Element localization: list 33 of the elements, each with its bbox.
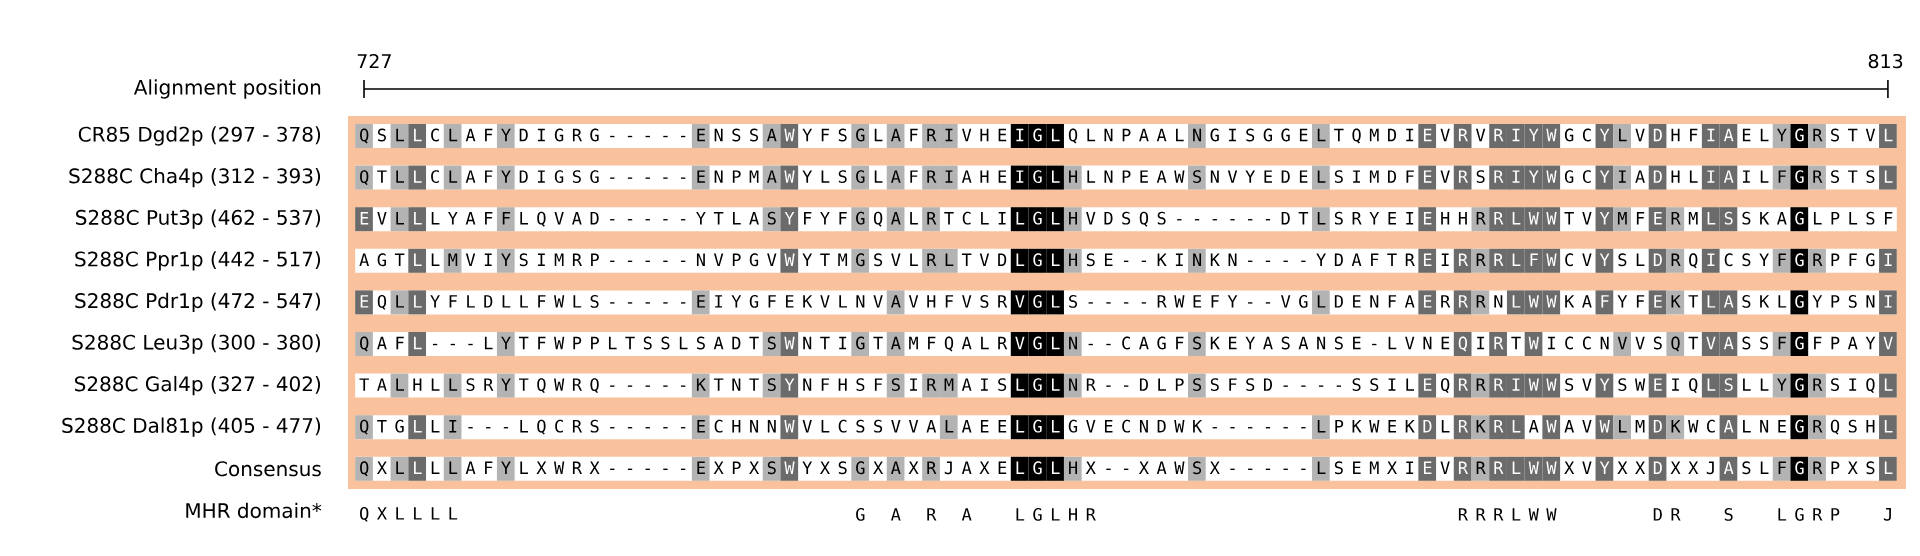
sequence-row: Q T G L L I - - - L Q C R S - - - - - E C H N N W V L C S S V V A L A E E L G L G V E C N D W K - - - - - - L P K W E K D L R K R L A W A V W L M D K W C A L N E G R Q S H L: [355, 415, 1897, 440]
sequence-row: Q X L L L L A F Y L X W R X - - - - - E X P X S W Y X S G X A X R J A X E L G L H X - - X A W S X - - - - - L S E M X I E V R R R L W W X V Y X X D X X J A S L F G R P X S L: [355, 456, 1897, 481]
sequence-row: Q S L L C L A F Y D I G R G - - - - - E N S S A W Y F S G L A F R I V H E I G L Q L N P A A L N G I S G G E L T Q M D I E V R V R I Y W G C Y L V D H F I A E L Y G R S T V L: [355, 124, 1897, 148]
motif-residues: A: [891, 508, 901, 521]
sequence-row: E Q L L Y F L D L L F W L S - - - - - E I Y G F E K V L N V A V H F V S R V G L S - - - - R W E F Y - - V G L D E N F A E R R R N L W W K A F Y F E K T L A S K L G Y P S N I: [355, 290, 1897, 315]
sequence-row: Q T L L C L A F Y D I G S G - - - - - E N P M A W Y L S G L A F R I A H E I G L H L N P E A W S N V Y E D E L S I M D F E V R S R I Y W G C Y I A D H L I A I L F G R S T S L: [355, 165, 1897, 190]
motif-residues: S: [1724, 507, 1733, 521]
sequence-name: S288C Ppr1p (442 - 517): [75, 251, 321, 271]
sequence-row: Q A F L - - - L Y T F W P P L T S S L S A D T S W N T I G T A M F Q A L R V G L N - - C A G F S K E Y A S A N S E - L V N E Q I R T W I C C N V V S Q T V A S S F G F P A Y V: [355, 332, 1897, 356]
motif-residues: L G L H R: [1016, 507, 1096, 521]
position-number: 727: [357, 53, 391, 68]
motif-residues: D R: [1653, 508, 1681, 521]
motif-residues: Q X L L L L: [360, 506, 458, 522]
motif-residues: J: [1883, 508, 1891, 521]
motif-residues: R R R L W W: [1458, 508, 1557, 521]
sequence-name: S288C Dal81p (405 - 477): [62, 417, 321, 437]
motif-residues: A: [961, 508, 972, 521]
sequence-name: S288C Leu3p (300 - 380): [72, 334, 321, 354]
sequence-name: S288C Pdr1p (472 - 547): [75, 292, 321, 313]
axis-title: Alignment position: [133, 79, 321, 99]
motif-residues: G: [856, 507, 865, 521]
sequence-row: E V L L L Y A F F L Q V A D - - - - - Y T L A S Y F Y F G Q A L R T C L I L G L H V D S Q S - - - - - - D T L S R Y E I E H H R R L W W T V Y M F E R M L S S K A G L P L S F: [355, 207, 1897, 232]
sequence-name: CR85 Dgd2p (297 - 378): [78, 126, 321, 146]
motif-residues: L G R P: [1778, 507, 1840, 521]
row-title: MHR domain*: [186, 502, 322, 519]
sequence-name: Consensus: [215, 461, 321, 477]
sequence-row: T A L H L L S R Y T Q W R Q - - - - - K T N T S Y N F H S F S I R M A I S L G L N R - - D L P S S F S D - - - - S S I L E Q R R R I W W S V Y S W E I Q L S L L Y G R S I Q L: [355, 373, 1897, 398]
sequence-name: S288C Gal4p (327 - 402): [74, 375, 321, 396]
motif-residues: R: [927, 508, 937, 521]
sequence-name: S288C Cha4p (312 - 393): [69, 167, 321, 188]
position-number: 813: [1868, 53, 1903, 69]
sequence-row: A G T L L M V I Y S I M R P - - - - - N V P G V W Y T M G S V L R L T V D L G L H S E - - K I N K N - - - - Y D A F T R E I R R R L F W C V Y S L D R Q I C S Y F G R P F G I: [355, 248, 1897, 273]
sequence-name: S288C Put3p (462 - 537): [76, 209, 321, 229]
